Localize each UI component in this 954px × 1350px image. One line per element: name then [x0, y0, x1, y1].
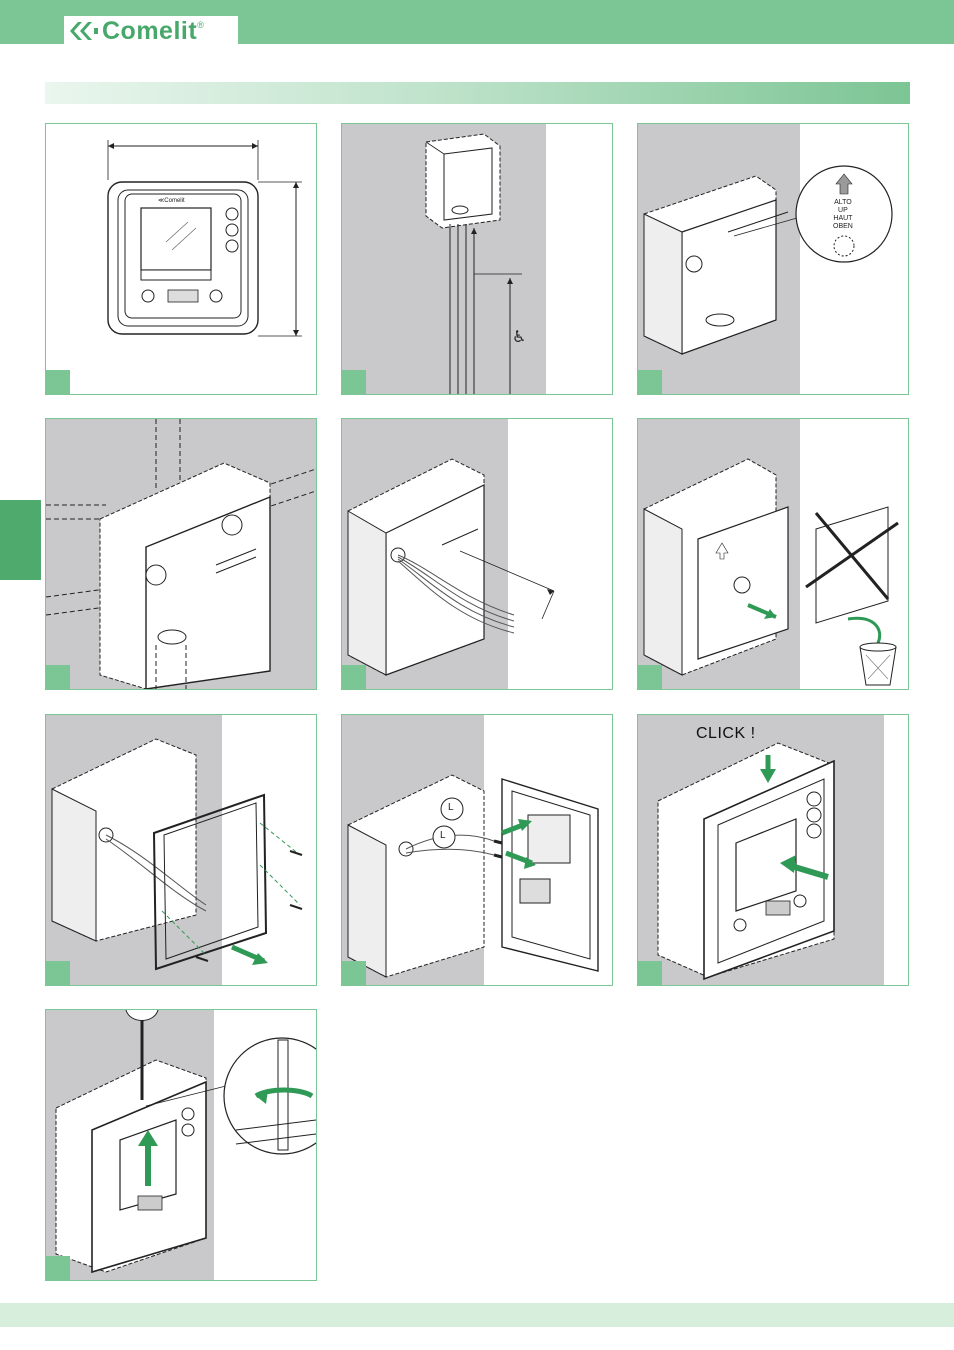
box-conduits-drawing — [46, 419, 316, 689]
footer-bar — [0, 1303, 954, 1327]
mount-frame-drawing — [46, 715, 316, 985]
box-height-drawing: ♿ — [342, 124, 612, 394]
callout-line-3: HAUT — [833, 215, 853, 223]
remove-cover-drawing — [638, 419, 908, 689]
step-number-badge — [46, 1256, 70, 1280]
click-monitor-drawing — [638, 715, 908, 985]
step-9-click-monitor: CLICK ! — [637, 714, 909, 986]
step-number-badge — [638, 370, 662, 394]
section-title-bar — [45, 82, 910, 104]
callout-line-2: UP — [833, 207, 853, 215]
step-1-dimensions: ≪Comelit — [45, 123, 317, 395]
step-6-remove-cover — [637, 418, 909, 690]
click-label: CLICK ! — [696, 725, 756, 743]
step-4-conduits — [45, 418, 317, 690]
section-side-tab — [0, 500, 41, 580]
step-number-badge — [342, 961, 366, 985]
svg-text:♿: ♿ — [512, 327, 526, 346]
step-8-connect: L L — [341, 714, 613, 986]
box-cables-drawing — [342, 419, 612, 689]
svg-text:≪Comelit: ≪Comelit — [158, 198, 185, 204]
connect-wires-drawing — [342, 715, 612, 985]
step-number-badge — [638, 665, 662, 689]
callout-line-4: OBEN — [833, 223, 853, 231]
step-number-badge — [46, 665, 70, 689]
step-2-height: ♿ — [341, 123, 613, 395]
remove-monitor-drawing — [46, 1010, 316, 1280]
step-10-remove-monitor — [45, 1009, 317, 1281]
step-3-orientation: ALTO UP HAUT OBEN — [637, 123, 909, 395]
step-number-badge — [46, 961, 70, 985]
step-number-badge — [46, 370, 70, 394]
logo-text: Comelit — [102, 19, 197, 44]
box-orientation-drawing — [638, 124, 908, 394]
step-number-badge — [342, 665, 366, 689]
logo-registered: ® — [197, 20, 204, 30]
step-number-badge — [638, 961, 662, 985]
step-7-mount-frame — [45, 714, 317, 986]
callout-line-1: ALTO — [833, 199, 853, 207]
comelit-logo-icon — [68, 20, 100, 42]
step-5-cables — [341, 418, 613, 690]
terminal-label-2: L — [440, 832, 446, 840]
comelit-logo: Comelit ® — [64, 16, 238, 46]
monitor-dimensions-drawing: ≪Comelit — [46, 124, 316, 394]
terminal-label-1: L — [448, 804, 454, 812]
orientation-callout-text: ALTO UP HAUT OBEN — [833, 199, 853, 231]
step-number-badge — [342, 370, 366, 394]
